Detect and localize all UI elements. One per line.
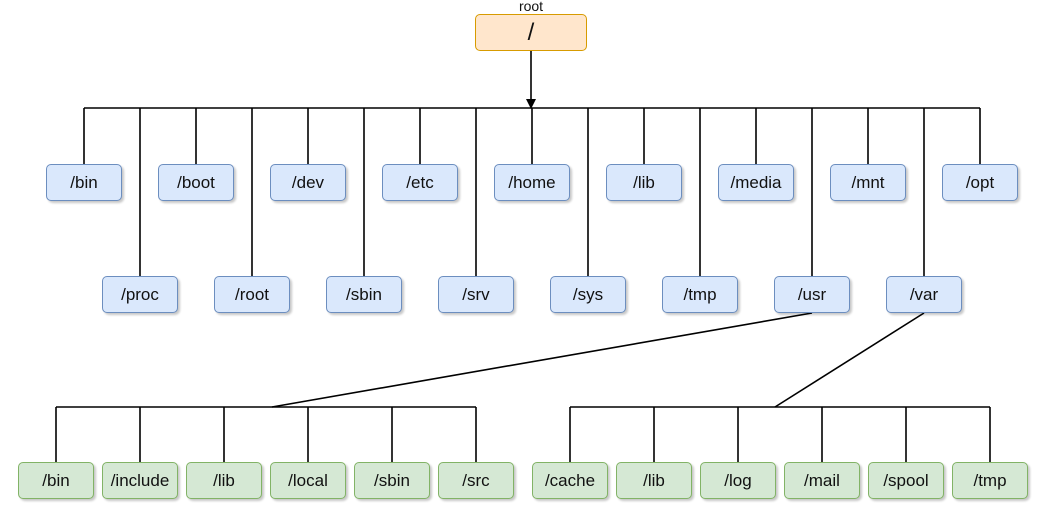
usr-subdir-node-lib: /lib bbox=[186, 462, 262, 499]
dir-node-boot: /boot bbox=[158, 164, 234, 201]
var-subdir-node-mail: /mail bbox=[784, 462, 860, 499]
dir-node-opt: /opt bbox=[942, 164, 1018, 201]
dir-node-etc: /etc bbox=[382, 164, 458, 201]
usr-subdir-node-local: /local bbox=[270, 462, 346, 499]
usr-subdir-node-src: /src bbox=[438, 462, 514, 499]
dir-node-dev: /dev bbox=[270, 164, 346, 201]
root-caption: root bbox=[518, 0, 544, 14]
var-subdir-node-cache: /cache bbox=[532, 462, 608, 499]
usr-subdir-node-include: /include bbox=[102, 462, 178, 499]
var-subdir-node-log: /log bbox=[700, 462, 776, 499]
dir-node-srv: /srv bbox=[438, 276, 514, 313]
var-subdir-node-tmp: /tmp bbox=[952, 462, 1028, 499]
root-directory-node: / bbox=[475, 14, 587, 51]
dir-node-home: /home bbox=[494, 164, 570, 201]
usr-branch-line bbox=[271, 312, 813, 408]
dir-node-var: /var bbox=[886, 276, 962, 313]
usr-subdir-node-sbin: /sbin bbox=[354, 462, 430, 499]
var-branch-line bbox=[774, 312, 925, 408]
dir-node-root: /root bbox=[214, 276, 290, 313]
dir-node-usr: /usr bbox=[774, 276, 850, 313]
var-subdir-node-lib: /lib bbox=[616, 462, 692, 499]
dir-node-mnt: /mnt bbox=[830, 164, 906, 201]
dir-node-proc: /proc bbox=[102, 276, 178, 313]
dir-node-lib: /lib bbox=[606, 164, 682, 201]
dir-node-media: /media bbox=[718, 164, 794, 201]
dir-node-tmp: /tmp bbox=[662, 276, 738, 313]
dir-node-bin: /bin bbox=[46, 164, 122, 201]
var-subdir-node-spool: /spool bbox=[868, 462, 944, 499]
dir-node-sys: /sys bbox=[550, 276, 626, 313]
dir-node-sbin: /sbin bbox=[326, 276, 402, 313]
usr-subdir-node-bin: /bin bbox=[18, 462, 94, 499]
